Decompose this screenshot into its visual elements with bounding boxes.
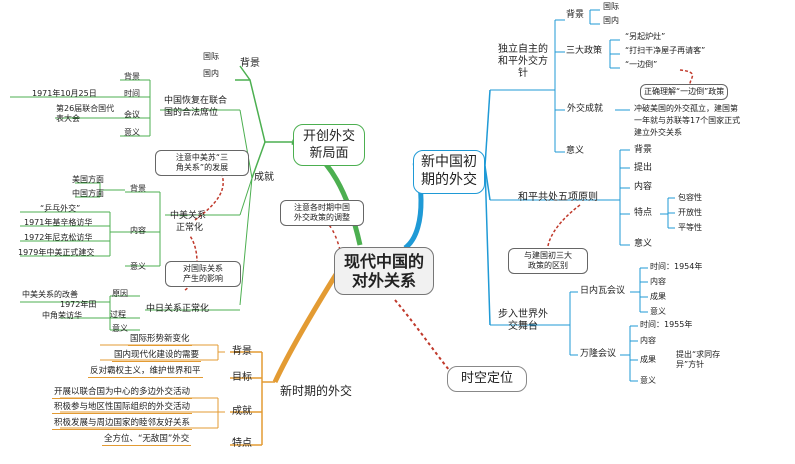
ns-bg-label: 背景	[240, 58, 260, 69]
ns-bg-item-0: 国际	[203, 52, 219, 61]
achievement-line-2: 建立外交关系	[634, 128, 682, 137]
sino-us-line-0: 中美关系	[170, 211, 207, 221]
bandung-item-1: 内容	[640, 336, 656, 345]
policy-1: “打扫干净屋子再请客”	[625, 46, 706, 55]
era-ach-1: 积极参与地区性国际组织的外交活动	[52, 402, 193, 414]
sino-us-content-2: 1972年尼克松访华	[24, 233, 93, 242]
note-impact: 对国际关系 产生的影响	[165, 261, 241, 287]
era-feature-label: 特点	[232, 438, 252, 449]
sino-us-content-0: “乒乓外交”	[40, 204, 81, 213]
sj-reason-value: 中美关系的改善	[22, 290, 78, 299]
achievement-line-1: 一年就与苏联等17个国家正式	[634, 116, 741, 125]
un-seat-line-1: 国的合法席位	[164, 108, 219, 118]
un-item-label-0: 背景	[124, 72, 140, 81]
indep-bg-label: 背景	[566, 10, 585, 20]
un-item-label-1: 时间	[124, 89, 140, 98]
sj-meaning: 意义	[112, 324, 128, 333]
sino-us-line-1: 正常化	[176, 223, 204, 233]
sino-us-content-3: 1979年中美正式建交	[18, 248, 95, 257]
note-triangle: 注意中美苏“三 角关系”的发展	[155, 150, 249, 176]
geneva-item-1: 内容	[650, 277, 666, 286]
un-item-value-2: 第26届联合国代表大会	[56, 104, 115, 123]
center-topic: 现代中国的 对外关系	[334, 247, 434, 295]
sj-process-1: 中角荣访华	[42, 311, 82, 320]
center-line1: 现代中国的	[343, 252, 424, 271]
sj-process-label: 过程	[110, 310, 126, 319]
era-bg-0: 国际形势新变化	[128, 334, 192, 346]
sino-us-bg-1: 中国方面	[72, 189, 104, 198]
note-difference: 与建国初三大 政策的区别	[508, 248, 588, 274]
branch-new-china-text: 新中国初期的外交	[421, 154, 477, 188]
branch-new-china-title: 新中国初期的外交	[413, 150, 485, 194]
achievement-line-0: 冲破美国的外交孤立，建国第	[634, 104, 738, 113]
center-line2: 对外关系	[351, 271, 416, 290]
world-stage-title: 步入世界外交舞台	[498, 309, 548, 332]
three-policies-label: 三大政策	[566, 46, 603, 56]
fp-feature-1: 开放性	[678, 208, 702, 217]
indep-bg-item-1: 国内	[603, 16, 619, 25]
era-ach-0: 开展以联合国为中心的多边外交活动	[52, 387, 193, 399]
bandung-item-2: 成果	[640, 355, 656, 364]
era-bg-1: 国内现代化建设的需要	[112, 350, 202, 362]
ns-achievement-label: 成就	[254, 172, 274, 183]
un-item-value-1: 1971年10月25日	[32, 89, 97, 98]
un-seat-line-0: 中国恢复在联合	[164, 96, 228, 106]
note-adjust: 注意各时期中国 外交政策的调整	[280, 200, 364, 226]
bandung-item-0: 时间：1955年	[640, 320, 693, 329]
fp-feature-2: 平等性	[678, 223, 702, 232]
fp-item-1: 提出	[634, 163, 653, 173]
fp-feature-0: 包容性	[678, 193, 702, 202]
sj-process-0: 1972年田	[60, 300, 97, 309]
sino-us-bg-0: 美国方面	[72, 175, 104, 184]
geneva-item-3: 意义	[650, 307, 666, 316]
branch-time-title: 时空定位	[447, 366, 527, 392]
ns-bg-item-1: 国内	[203, 69, 219, 78]
bandung-item-3: 意义	[640, 376, 656, 385]
sino-us-content-label: 内容	[130, 226, 146, 235]
branch-new-situation-title: 开创外交新局面	[293, 124, 365, 166]
era-goal-0: 反对霸权主义，维护世界和平	[88, 366, 203, 378]
geneva-item-2: 成果	[650, 292, 666, 301]
geneva-label: 日内瓦会议	[580, 286, 626, 296]
sino-us-meaning: 意义	[130, 262, 146, 271]
un-item-label-2: 会议	[124, 110, 140, 119]
sino-japan-title: 中日关系正常化	[146, 304, 210, 314]
sino-us-content-1: 1971年基辛格访华	[24, 218, 93, 227]
sj-reason-label: 原因	[112, 289, 128, 298]
bandung-label: 万隆会议	[580, 349, 617, 359]
geneva-item-0: 时间：1954年	[650, 262, 703, 271]
branch-new-era-title: 新时期的外交	[280, 384, 353, 398]
five-principles-title: 和平共处五项原则	[518, 192, 598, 203]
policy-0: “另起炉灶”	[625, 32, 666, 41]
fp-item-2: 内容	[634, 182, 653, 192]
achievement-label: 外交成就	[567, 104, 604, 114]
bandung-result-detail: 提出“求同存异”方针	[676, 350, 721, 369]
era-bg-label: 背景	[232, 346, 252, 357]
sino-us-bg-label: 背景	[130, 184, 146, 193]
era-goal-label: 目标	[232, 372, 252, 383]
fp-item-4: 意义	[634, 239, 653, 249]
era-ach-2: 积极发展与周边国家的睦邻友好关系	[52, 418, 193, 430]
policy-2: “一边倒”	[625, 60, 658, 69]
fp-item-0: 背景	[634, 145, 653, 155]
un-item-label-3: 意义	[124, 128, 140, 137]
independent-title: 独立自主的和平外交方针	[498, 44, 548, 79]
era-achievement-label: 成就	[232, 406, 252, 417]
indep-bg-item-0: 国际	[603, 2, 619, 11]
note-yibiandao: 正确理解“一边倒”政策	[640, 84, 729, 100]
fp-item-3: 特点	[634, 208, 653, 218]
indep-meaning: 意义	[566, 146, 585, 156]
era-feature-0: 全方位、“无敌国”外交	[102, 434, 192, 446]
